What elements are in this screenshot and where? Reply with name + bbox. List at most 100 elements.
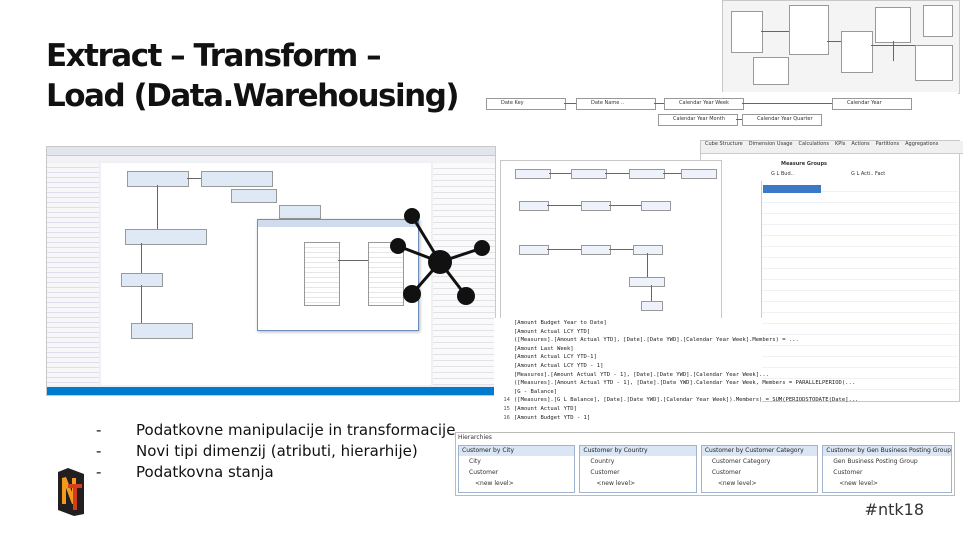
task-box — [131, 323, 193, 339]
bullet-item: -Podatkovna stanja — [96, 463, 274, 481]
dialog-columns-list — [304, 242, 340, 306]
dimension-usage-grid — [761, 181, 958, 399]
precedence-line — [157, 185, 158, 229]
relationship-line — [827, 41, 841, 42]
flow-node: Date Name .. — [576, 98, 656, 110]
line-text: [Amount Actual LCY YTD-1] — [514, 354, 597, 361]
dimension-node — [403, 285, 421, 303]
tab-cube-structure[interactable]: Cube Structure — [705, 141, 743, 147]
vs-menubar — [47, 156, 495, 162]
hierarchy-title: Customer by City — [459, 446, 575, 456]
flow-component — [581, 201, 611, 211]
hierarchies-header: Hierarchies — [458, 434, 492, 441]
flow-component — [641, 201, 671, 211]
flow-path — [647, 253, 648, 277]
task-box — [121, 273, 163, 287]
table-box — [923, 5, 953, 37]
editor-dialog — [257, 219, 419, 331]
flow-path — [609, 249, 633, 250]
script-line: ([Measures].[Amount Actual YTD], [Date].… — [494, 337, 799, 348]
hierarchy-title: Customer by Country — [580, 446, 696, 456]
hierarchy-level[interactable]: Customer — [469, 469, 499, 476]
hierarchy-level[interactable]: Customer — [711, 469, 741, 476]
script-line: [Amount Actual LCY YTD-1] — [494, 354, 597, 365]
hierarchy-level[interactable]: <new level> — [717, 480, 757, 487]
hierarchy-level[interactable]: Gen Business Posting Group — [833, 458, 918, 465]
script-line: ([Measures].[Amount Actual YTD - 1], [Da… — [494, 380, 855, 391]
hierarchy-level[interactable]: Customer — [833, 469, 863, 476]
flow-line — [564, 103, 576, 104]
title-line-2: Load (Data.Warehousing) — [46, 78, 460, 114]
precedence-line — [141, 285, 142, 323]
script-line: 16 [Amount Budget YTD - 1] — [494, 415, 590, 426]
task-box — [279, 205, 321, 219]
star-schema-graphic — [390, 208, 490, 305]
tab-dimension-usage[interactable]: Dimension Usage — [748, 141, 793, 147]
line-text: ([Measures].[G L Balance], [Date].[Date … — [514, 397, 859, 404]
dialog-columns-list — [368, 242, 404, 306]
flow-path — [651, 285, 652, 301]
script-line: [Amount Budget Year to Date] — [494, 320, 607, 331]
dimension-node — [457, 287, 475, 305]
script-line: [Amount Actual LCY YTD] — [494, 329, 590, 340]
ntk-logo — [58, 468, 84, 516]
hierarchy-level[interactable]: <new level> — [596, 480, 636, 487]
dimension-node — [474, 240, 490, 256]
script-line: [G - Balance] — [494, 389, 557, 400]
flow-path — [605, 173, 629, 174]
hierarchy-level[interactable]: City — [469, 458, 481, 465]
table-box — [915, 45, 953, 81]
grid-highlight-cell — [763, 185, 821, 193]
flow-node: Calendar Year Quarter — [742, 114, 822, 126]
precedence-line — [187, 178, 201, 179]
task-box — [125, 229, 207, 245]
flow-component — [571, 169, 607, 179]
line-text: [Amount Last Week] — [514, 345, 574, 352]
flow-component — [519, 245, 549, 255]
tab-aggregations[interactable]: Aggregations — [905, 141, 939, 147]
hierarchy-level[interactable]: <new level> — [475, 480, 514, 487]
flow-component — [629, 169, 665, 179]
title-line-1: Extract – Transform – — [46, 38, 382, 74]
flow-node: Date Key — [486, 98, 566, 110]
line-text: [G - Balance] — [514, 388, 558, 395]
flow-component — [641, 301, 663, 311]
mdx-script-screenshot: [Amount Budget Year to Date][Amount Actu… — [494, 318, 858, 426]
tab-partitions[interactable]: Partitions — [875, 141, 900, 147]
hierarchy-title: Customer by Customer Category — [701, 446, 818, 456]
hierarchy-level[interactable]: <new level> — [839, 480, 878, 487]
flow-component — [629, 277, 665, 287]
flow-node: Calendar Year — [832, 98, 912, 110]
flow-component — [633, 245, 663, 255]
line-number: 16 — [503, 414, 510, 421]
tab-kpis[interactable]: KPIs — [835, 141, 846, 147]
line-number: 15 — [503, 406, 510, 412]
flow-component — [515, 169, 551, 179]
line-text: ([Measures].[Amount Actual YTD], [Date].… — [514, 337, 799, 344]
line-text: ([Measures].[Amount Actual YTD - 1], [Da… — [514, 380, 856, 387]
flow-path — [547, 249, 581, 250]
slide-title: Extract – Transform – Load (Data.Warehou… — [46, 36, 466, 116]
line-text: [Measures].[Amount Actual YTD - 1], [Dat… — [514, 371, 769, 378]
line-text: [Amount Actual YTD] — [514, 406, 577, 412]
script-line: [Amount Actual LCY YTD - 1] — [494, 363, 603, 374]
flow-line — [742, 103, 832, 104]
table-box — [789, 5, 829, 55]
hierarchy-level[interactable]: Country — [590, 458, 615, 465]
toolbox-panel — [47, 163, 99, 385]
task-box — [201, 171, 273, 187]
line-text: [Amount Budget YTD - 1] — [514, 414, 591, 421]
hierarchy-level[interactable]: Customer Category — [711, 458, 771, 465]
flow-component — [519, 201, 549, 211]
bullet-item: -Podatkovne manipulacije in transformaci… — [96, 421, 456, 439]
tab-calculations[interactable]: Calculations — [798, 141, 830, 147]
dimension-node — [404, 208, 420, 224]
hierarchy-level[interactable]: Customer — [590, 469, 620, 476]
tab-actions[interactable]: Actions — [851, 141, 870, 147]
solution-explorer-panel — [433, 163, 495, 385]
